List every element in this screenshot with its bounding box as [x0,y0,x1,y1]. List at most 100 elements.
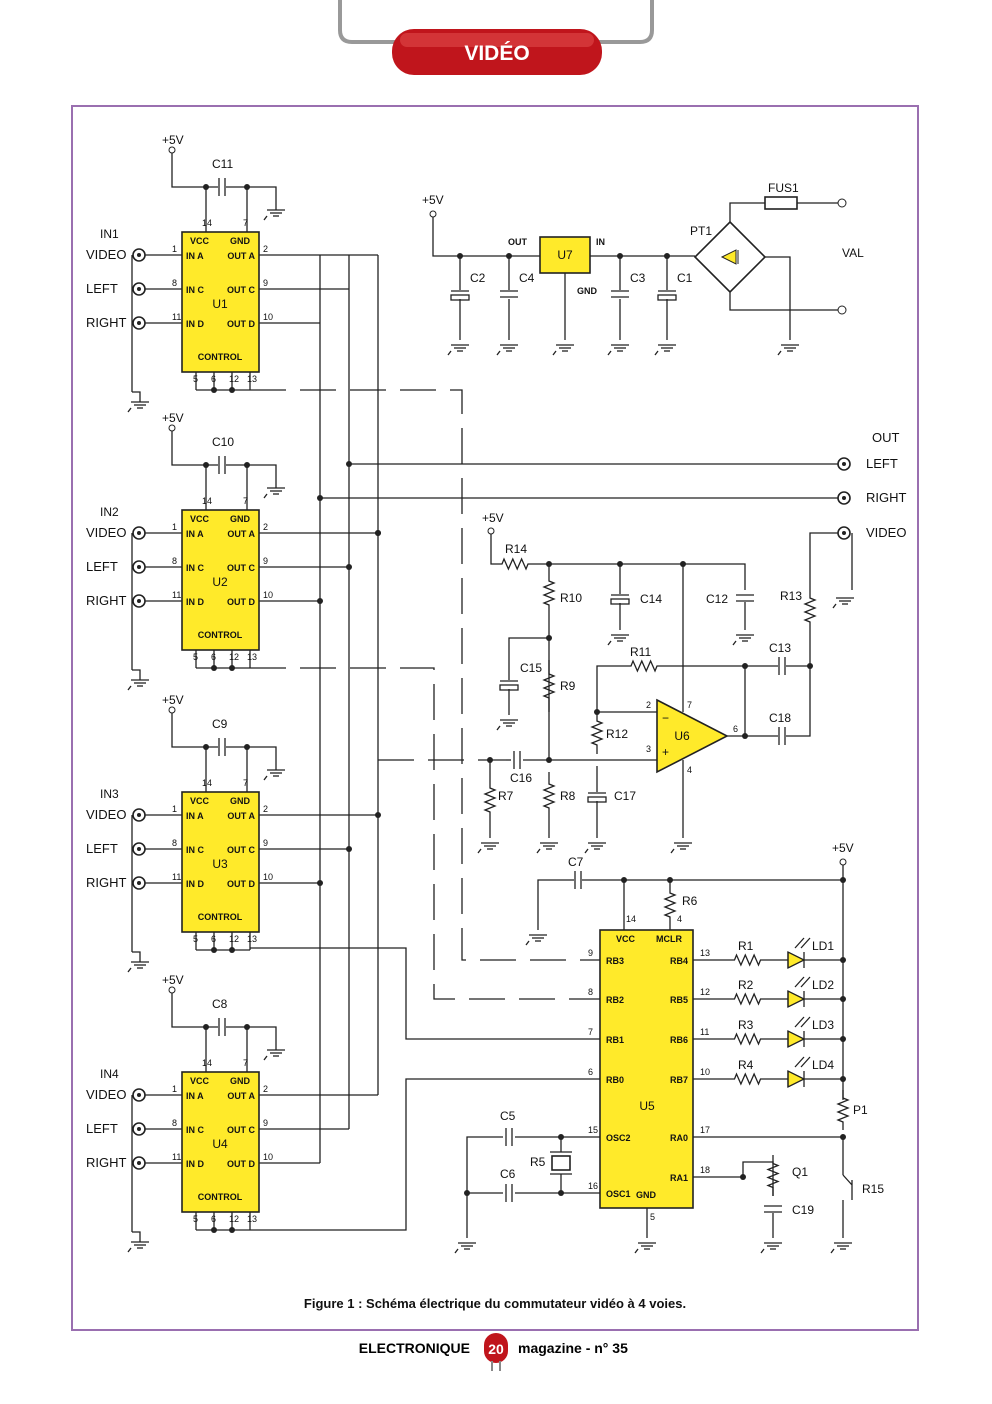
ground-hatch [654,350,659,356]
pin-label: OUT D [227,597,255,607]
pin-label: RA0 [670,1133,688,1143]
pin-label: IN A [186,251,204,261]
fuse-label: FUS1 [768,181,799,195]
ground-icon [127,961,149,973]
resistor-label: Q1 [792,1165,808,1179]
control-line-1 [250,389,600,961]
ground-hatch [830,1248,835,1254]
led-label: LD2 [812,978,834,992]
wire [765,256,791,340]
pin-label: RB3 [606,956,624,966]
gnd-pin-label: GND [230,236,251,246]
opamp-label: U6 [674,729,690,743]
pin-number: 13 [247,934,257,944]
connector-label: IN2 [100,505,119,519]
ground-hatch [732,640,737,646]
crystal-q1 [551,1155,571,1171]
wire [530,563,746,590]
capacitor-label: C8 [212,997,228,1011]
pin-number: 1 [172,522,177,532]
pin-number: 12 [229,652,239,662]
pin-label: RB5 [670,995,688,1005]
pin-number: 13 [247,652,257,662]
led-resistor [730,1032,765,1046]
pin-number: 7 [243,778,248,788]
input-jack [137,1093,141,1097]
supply-label: +5V [422,193,444,207]
diode-icon [720,249,739,265]
capacitor-label: C11 [212,157,233,171]
output-jack [842,462,846,466]
input-jack [137,847,141,851]
ground-hatch [552,350,557,356]
resistor-label: R8 [560,789,576,803]
resistor-r14 [500,557,530,571]
ground-icon [654,344,676,356]
regulator-gnd-label: GND [577,286,598,296]
ground-icon [584,842,606,854]
pin-number: 2 [263,804,268,814]
capacitor-label: C5 [500,1109,516,1123]
ground-icon [536,842,558,854]
resistor-label: R1 [738,939,754,953]
resistor-r6 [663,880,677,930]
vcc-pin-label: VCC [616,934,636,944]
pin-number: 13 [247,1214,257,1224]
ground-icon [127,401,149,413]
pin-number: 8 [172,838,177,848]
ground-icon [832,597,854,609]
junction-dot [840,1076,846,1082]
resistor-label: R10 [560,591,582,605]
ic-label: U1 [212,297,228,311]
output-jack [842,531,846,535]
pin-label: RB7 [670,1075,688,1085]
input-jack [137,531,141,535]
pin-number: 14 [202,218,212,228]
resistor-label: R4 [738,1058,754,1072]
pin-label: OUT A [227,529,255,539]
pin-label: OUT A [227,251,255,261]
supply-terminal [168,424,176,432]
led-light-icon [794,1016,811,1028]
junction-dot [211,1227,217,1233]
pin-number: 6 [211,1214,216,1224]
control-line-4 [250,1078,600,1231]
resistor-r13 [803,580,817,640]
pin-number: 9 [263,556,268,566]
pin-number: 18 [700,1165,710,1175]
led-icon [787,989,806,1009]
pin-label: OSC2 [606,1133,631,1143]
ground-icon [263,487,285,499]
mcu-label: U5 [639,1099,655,1113]
pin-label: OUT C [227,563,255,573]
input-label: LEFT [86,1121,118,1136]
junction-dot [229,1227,235,1233]
ground-hatch [496,725,501,731]
ground-icon [496,344,518,356]
pin-number: 8 [172,1118,177,1128]
capacitor-label: C19 [792,1203,814,1217]
connector-label: IN4 [100,1067,119,1081]
vcc-pin-label: VCC [190,796,210,806]
figure-frame [71,105,919,1331]
ground-hatch [607,350,612,356]
ground-hatch [536,848,541,854]
pin-number: 10 [700,1067,710,1077]
ground-hatch [263,1055,268,1061]
supply-label: +5V [482,511,504,525]
pin-label: RA1 [670,1173,688,1183]
pin-label: IN D [186,597,205,607]
pin-number: 7 [243,496,248,506]
led-label: LD4 [812,1058,834,1072]
wire [786,640,811,737]
pin-number: 7 [687,700,692,710]
pin-label: OUT C [227,285,255,295]
input-label: RIGHT [86,593,127,608]
input-jack [137,1161,141,1165]
ground-icon [607,634,629,646]
input-label: VIDEO [86,807,126,822]
capacitor-label: C4 [519,271,535,285]
pin-number: 17 [700,1125,710,1135]
ground-icon [607,344,629,356]
capacitor-label: C13 [769,641,791,655]
